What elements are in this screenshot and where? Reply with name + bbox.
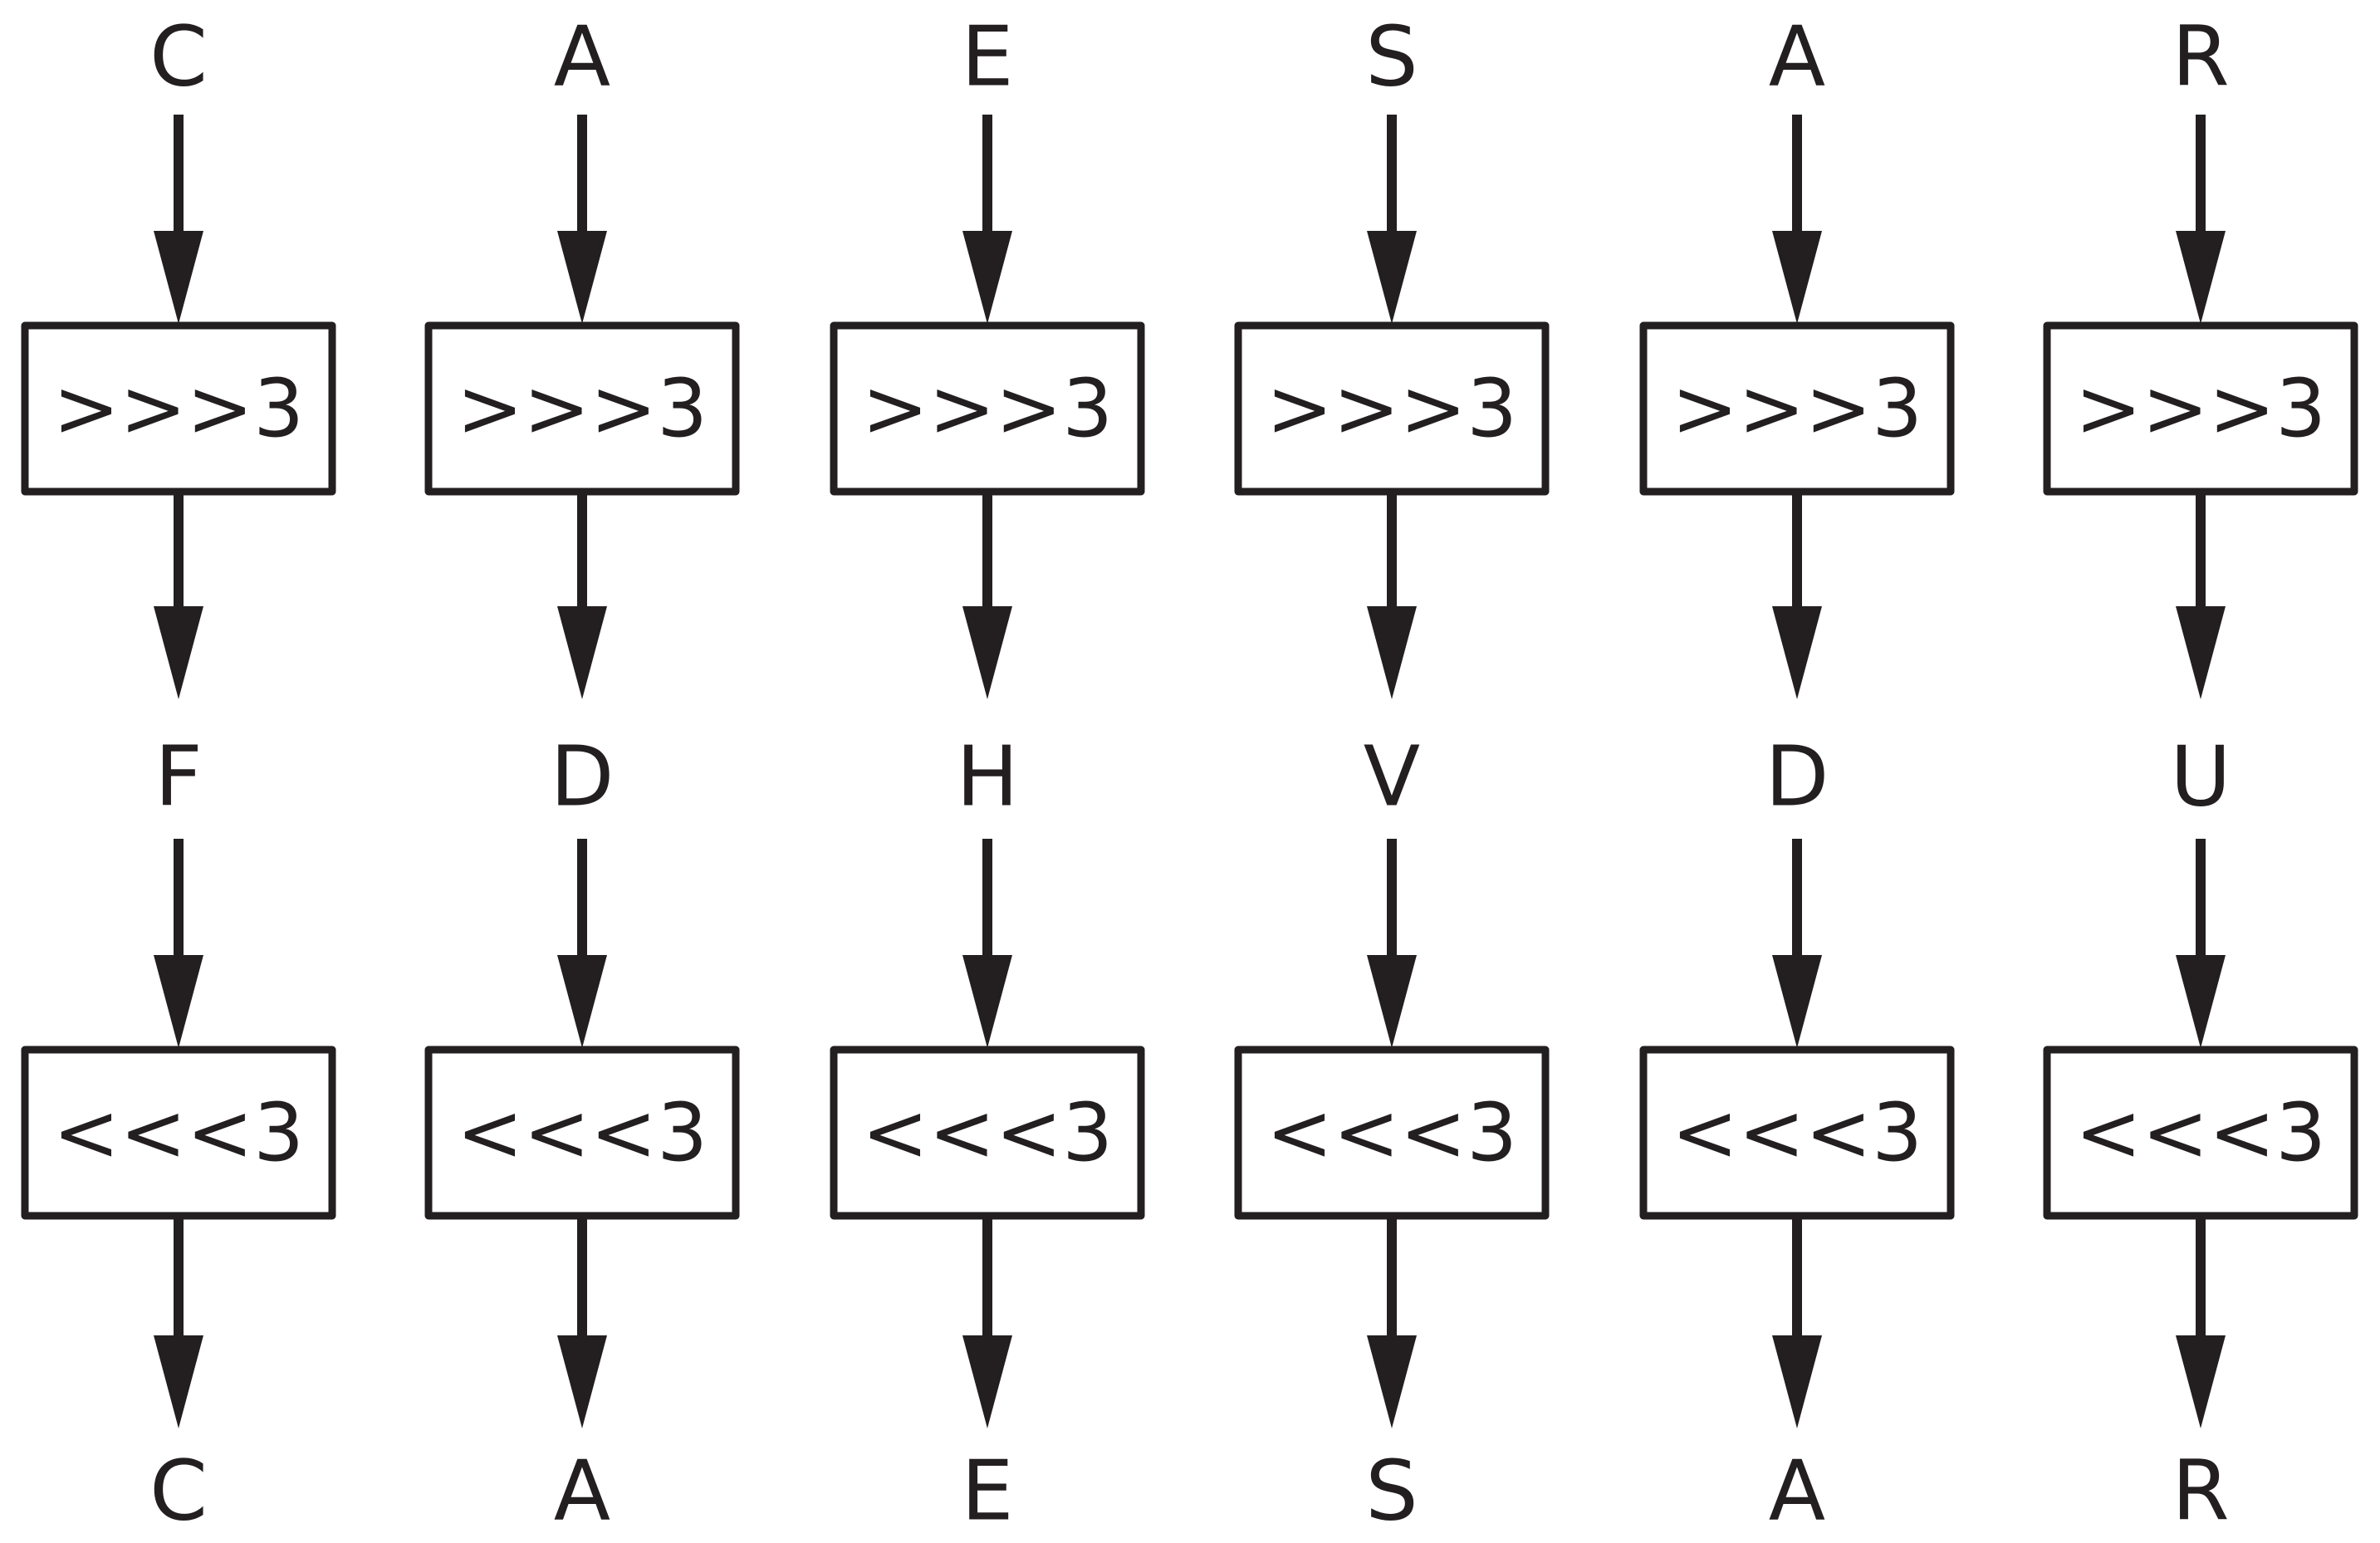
decrypt-box	[830, 1046, 1145, 1220]
encrypt-op-label: >>>3	[2075, 362, 2326, 455]
ciphertext-letter: V	[1364, 728, 1420, 825]
down-arrow-icon	[1367, 231, 1417, 324]
cipher-column: R >>>3 U <<<3 R	[2043, 8, 2358, 1540]
plaintext-letter: C	[149, 8, 208, 105]
plaintext-letter: R	[2172, 8, 2229, 105]
down-arrow-icon	[1367, 606, 1417, 699]
encrypt-box	[424, 321, 740, 496]
encrypt-op-label: >>>3	[1266, 362, 1517, 455]
down-arrow-icon	[154, 955, 203, 1048]
cipher-column: C >>>3 F <<<3 C	[21, 8, 336, 1540]
encrypt-box	[1234, 321, 1550, 496]
decrypt-box	[2043, 1046, 2358, 1220]
decrypt-op-label: <<<3	[53, 1086, 304, 1179]
down-arrow-icon	[557, 606, 607, 699]
cipher-column: S >>>3 V <<<3 S	[1234, 8, 1550, 1540]
encrypt-op-label: >>>3	[862, 362, 1113, 455]
encrypt-op-label: >>>3	[53, 362, 304, 455]
encrypt-box	[21, 321, 336, 496]
plaintext-letter: S	[1365, 8, 1418, 105]
down-arrow-icon	[1367, 955, 1417, 1048]
decrypt-box	[1234, 1046, 1550, 1220]
ciphertext-letter: F	[154, 728, 203, 825]
down-arrow-icon	[962, 231, 1012, 324]
down-arrow-icon	[2176, 1335, 2226, 1428]
decrypt-box	[1639, 1046, 1955, 1220]
down-arrow-icon	[154, 231, 203, 324]
encrypt-box	[830, 321, 1145, 496]
down-arrow-icon	[2176, 955, 2226, 1048]
decrypt-op-label: <<<3	[2075, 1086, 2326, 1179]
down-arrow-icon	[557, 231, 607, 324]
decrypt-box	[424, 1046, 740, 1220]
decrypted-letter: A	[554, 1443, 610, 1540]
ciphertext-letter: D	[1765, 728, 1829, 825]
down-arrow-icon	[154, 1335, 203, 1428]
cipher-column: A >>>3 D <<<3 A	[1639, 8, 1955, 1540]
down-arrow-icon	[1367, 1335, 1417, 1428]
down-arrow-icon	[962, 1335, 1012, 1428]
ciphertext-letter: U	[2170, 728, 2231, 825]
plaintext-letter: E	[961, 8, 1013, 105]
cipher-column: E >>>3 H <<<3 E	[830, 8, 1145, 1540]
decrypt-op-label: <<<3	[1672, 1086, 1922, 1179]
down-arrow-icon	[962, 606, 1012, 699]
down-arrow-icon	[1772, 1335, 1822, 1428]
decrypt-op-label: <<<3	[457, 1086, 708, 1179]
decrypted-letter: R	[2172, 1443, 2229, 1540]
down-arrow-icon	[1772, 955, 1822, 1048]
ciphertext-letter: D	[550, 728, 614, 825]
decrypt-op-label: <<<3	[1266, 1086, 1517, 1179]
down-arrow-icon	[1772, 231, 1822, 324]
down-arrow-icon	[1772, 606, 1822, 699]
decrypt-box	[21, 1046, 336, 1220]
encrypt-op-label: >>>3	[1672, 362, 1922, 455]
down-arrow-icon	[2176, 231, 2226, 324]
down-arrow-icon	[154, 606, 203, 699]
encrypt-op-label: >>>3	[457, 362, 708, 455]
encrypt-box	[2043, 321, 2358, 496]
down-arrow-icon	[557, 955, 607, 1048]
decrypted-letter: A	[1769, 1443, 1825, 1540]
plaintext-letter: A	[554, 8, 610, 105]
down-arrow-icon	[2176, 606, 2226, 699]
cipher-column: A >>>3 D <<<3 A	[424, 8, 740, 1540]
decrypted-letter: E	[961, 1443, 1013, 1540]
decrypt-op-label: <<<3	[862, 1086, 1113, 1179]
decrypted-letter: S	[1365, 1443, 1418, 1540]
ciphertext-letter: H	[956, 728, 1018, 825]
plaintext-letter: A	[1769, 8, 1825, 105]
down-arrow-icon	[962, 955, 1012, 1048]
encrypt-box	[1639, 321, 1955, 496]
down-arrow-icon	[557, 1335, 607, 1428]
decrypted-letter: C	[149, 1443, 208, 1540]
